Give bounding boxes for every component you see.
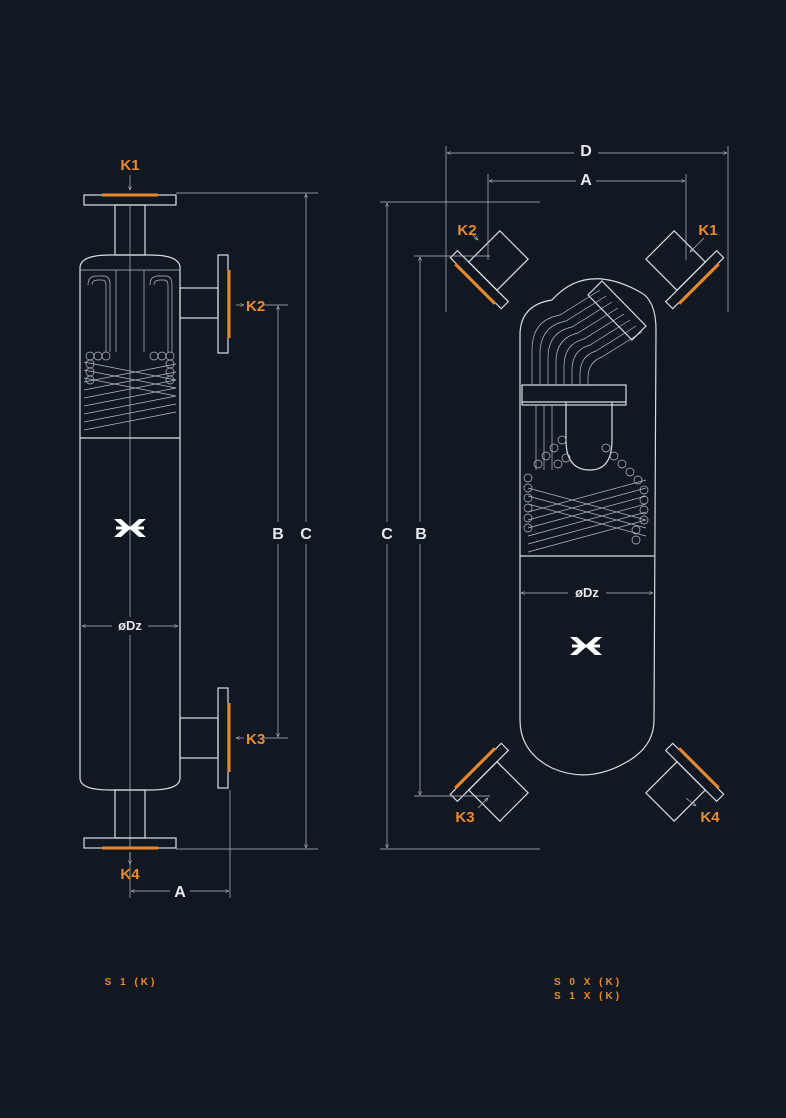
left-dim-a-label: A [174,884,186,901]
right-vessel [519,278,657,776]
right-nozzle-k1 [645,230,725,310]
left-dim-b-label: B [272,526,284,543]
right-unit: D A C B øDz K2 K1 K3 K4 [376,141,729,850]
left-unit: K1 K2 K3 K4 B C øDz A [79,157,318,901]
right-coil-bundle [523,435,649,553]
right-nozzle-k4 [645,742,725,822]
left-model-caption: S 1 (K) [105,977,158,988]
right-model-caption-1: S 0 X (K) [554,977,622,988]
left-port-k1-label: K1 [120,157,139,174]
left-nozzle-k3 [179,687,231,789]
right-port-k4-label: K4 [700,809,720,826]
left-port-k2-label: K2 [246,298,265,315]
right-diameter-label: øDz [575,585,599,600]
right-port-k2-label: K2 [457,222,476,239]
left-vessel [79,205,181,848]
left-bottom-flange [83,789,177,850]
right-dim-c-label: C [381,526,393,543]
left-coil-bundle [83,351,177,431]
right-tube-bundle [531,289,643,470]
right-port-k3-label: K3 [455,809,474,826]
left-dim-c-label: C [300,526,312,543]
right-dim-d-label: D [580,143,592,160]
right-nozzle-k3 [449,742,529,822]
right-dim-b-label: B [415,526,427,543]
left-diameter-label: øDz [118,618,142,633]
right-model-caption-2: S 1 X (K) [554,991,622,1002]
left-nozzle-k2 [179,254,231,354]
left-port-k4-label: K4 [120,866,140,883]
right-dim-a-label: A [580,172,592,189]
right-nozzle-k2 [449,230,529,310]
left-port-k3-label: K3 [246,731,265,748]
right-logo [570,637,602,655]
right-port-k1-label: K1 [698,222,717,239]
